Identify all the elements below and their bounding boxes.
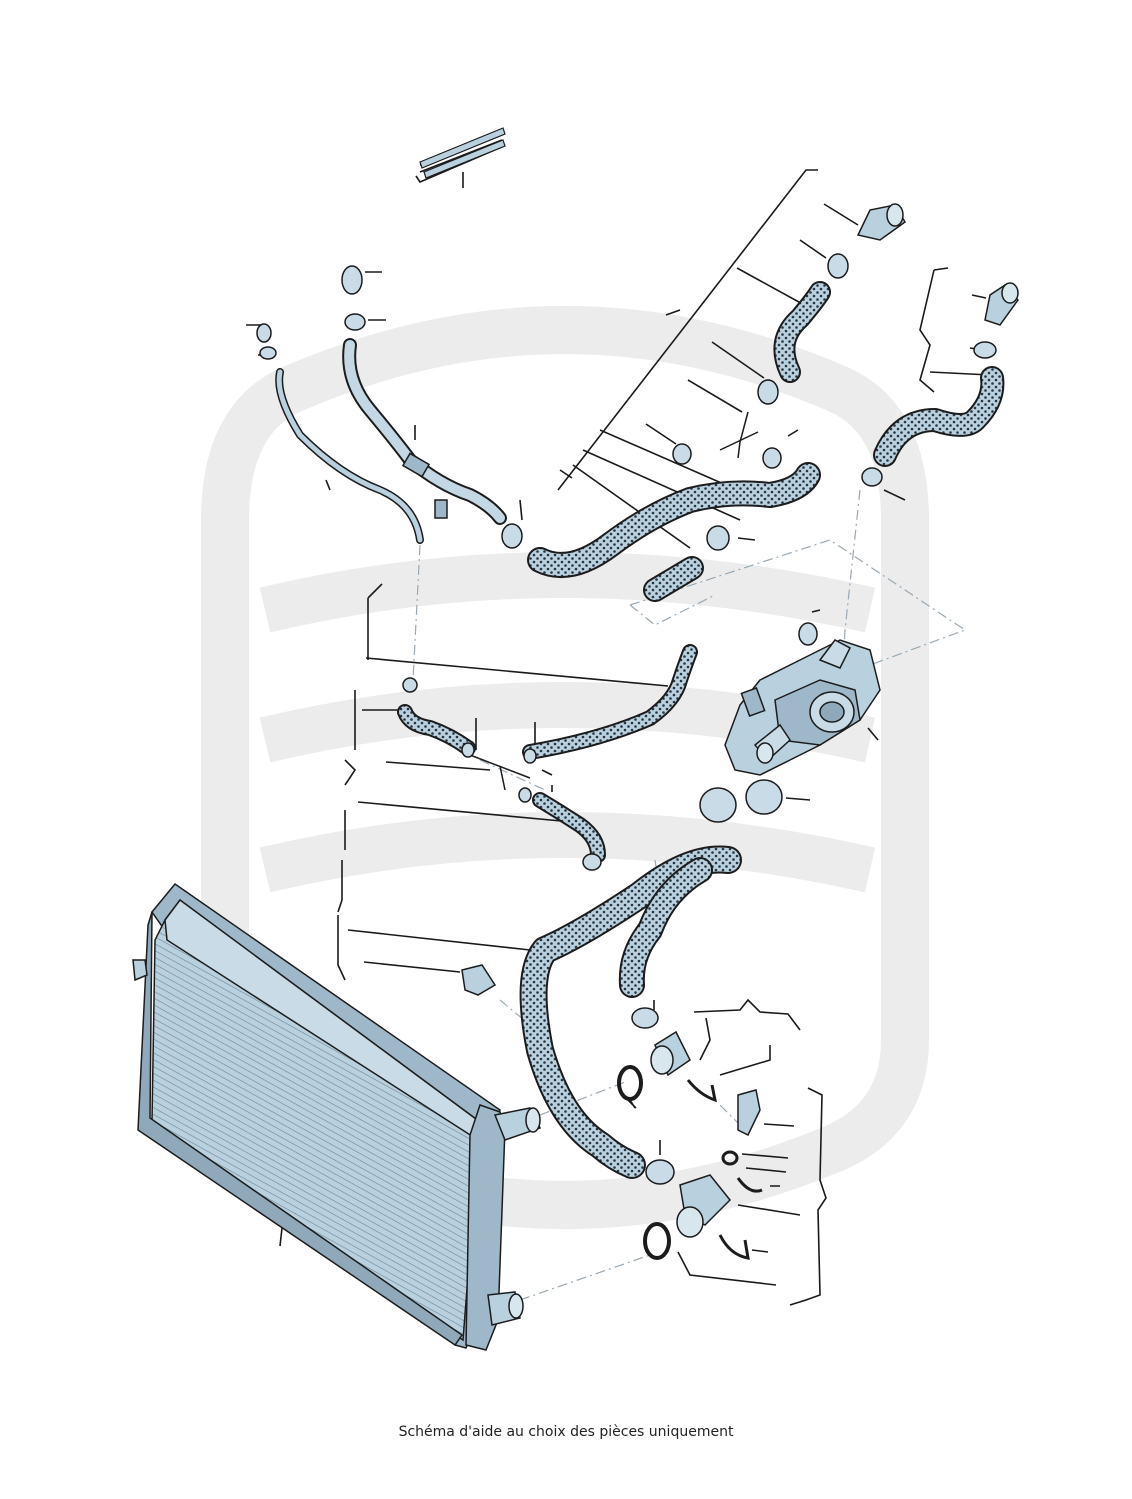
elbow-connector-top <box>856 203 906 241</box>
t-piece-upper <box>719 411 759 459</box>
small-hose-lower <box>532 792 606 863</box>
radiator <box>132 882 542 1351</box>
upper-flange <box>650 1030 691 1077</box>
retaining-clip <box>736 1177 763 1193</box>
hose-clamp <box>256 253 997 1185</box>
diagram-caption: Schéma d'aide au choix des pièces unique… <box>398 1424 734 1440</box>
elbow-connector-right <box>984 282 1019 326</box>
lower-branch-hose <box>618 857 713 998</box>
o-ring <box>721 1150 739 1166</box>
upper-coolant-hose <box>527 462 821 578</box>
small-hose-left <box>397 704 476 756</box>
o-ring <box>617 1065 643 1101</box>
metal-coolant-pipe <box>342 338 507 525</box>
lower-flange <box>676 1174 732 1238</box>
upper-right-hose <box>773 281 831 383</box>
retaining-clip <box>686 1079 717 1103</box>
temperature-sensor <box>737 1089 761 1137</box>
small-hose-upper <box>522 644 698 760</box>
t-piece-lower <box>469 754 531 791</box>
hose-bracket <box>461 964 497 996</box>
thermostat-housing <box>724 639 881 776</box>
bleed-pipe <box>275 368 424 544</box>
cable-ties <box>419 127 506 179</box>
retaining-clips <box>686 1079 763 1260</box>
main-coolant-hose <box>519 845 742 1179</box>
o-ring <box>643 1222 671 1260</box>
hose-clamps <box>256 253 997 1185</box>
short-hose <box>643 556 704 602</box>
right-coolant-hose <box>873 366 1005 467</box>
retaining-clip <box>718 1234 750 1260</box>
o-rings <box>617 1065 739 1260</box>
